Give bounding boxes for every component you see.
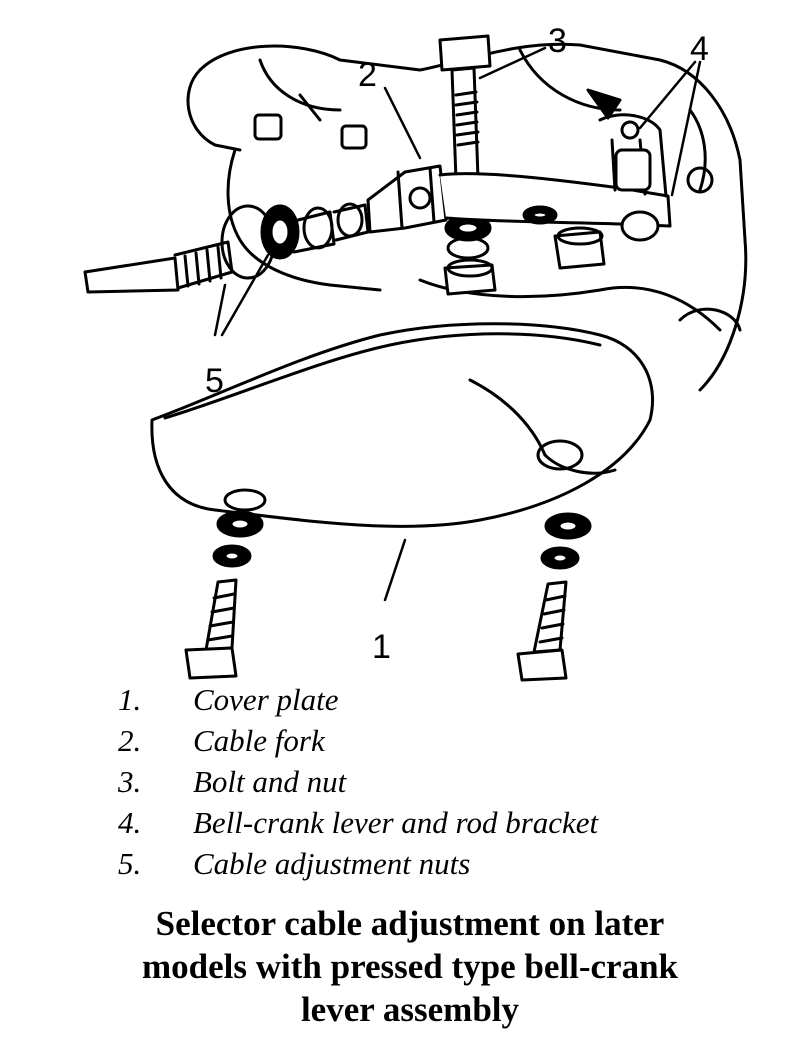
callout-3: 3: [548, 22, 567, 60]
bell-crank-lever: [438, 88, 672, 270]
legend-label: Cable adjustment nuts: [193, 846, 471, 881]
legend-item: 1. Cover plate: [118, 682, 758, 723]
cable-fork: [366, 164, 448, 234]
legend-number: 4.: [118, 805, 142, 840]
callout-2: 2: [358, 56, 377, 94]
callout-4: 4: [690, 30, 709, 68]
legend-item: 2. Cable fork: [118, 723, 758, 764]
legend-label: Bell-crank lever and rod bracket: [193, 805, 599, 840]
legend-number: 2.: [118, 723, 142, 758]
selector-cable: [83, 202, 370, 294]
legend-item: 3. Bolt and nut: [118, 764, 758, 805]
leader-lines: [213, 46, 702, 602]
legend-label: Bolt and nut: [193, 764, 347, 799]
legend-number: 5.: [118, 846, 142, 881]
bolt-and-nut: [438, 34, 497, 296]
legend-label: Cable fork: [193, 723, 325, 758]
parts-legend: 1. Cover plate 2. Cable fork 3. Bolt and…: [118, 682, 758, 887]
exploded-assembly-illustration: 1 2 3 4 5: [83, 22, 748, 682]
legend-item: 4. Bell-crank lever and rod bracket: [118, 805, 758, 846]
figure-caption: Selector cable adjustment on later model…: [40, 902, 780, 1031]
caption-line-2: models with pressed type bell-crank: [141, 947, 679, 986]
legend-item: 5. Cable adjustment nuts: [118, 846, 758, 887]
caption-line-1: Selector cable adjustment on later: [155, 904, 665, 943]
legend-label: Cover plate: [193, 682, 339, 717]
caption-line-3: lever assembly: [300, 990, 520, 1029]
legend-number: 3.: [118, 764, 142, 799]
cover-fixing-bolts: [184, 488, 592, 682]
legend-number: 1.: [118, 682, 142, 717]
callout-1: 1: [372, 628, 391, 666]
callout-5: 5: [205, 362, 224, 400]
